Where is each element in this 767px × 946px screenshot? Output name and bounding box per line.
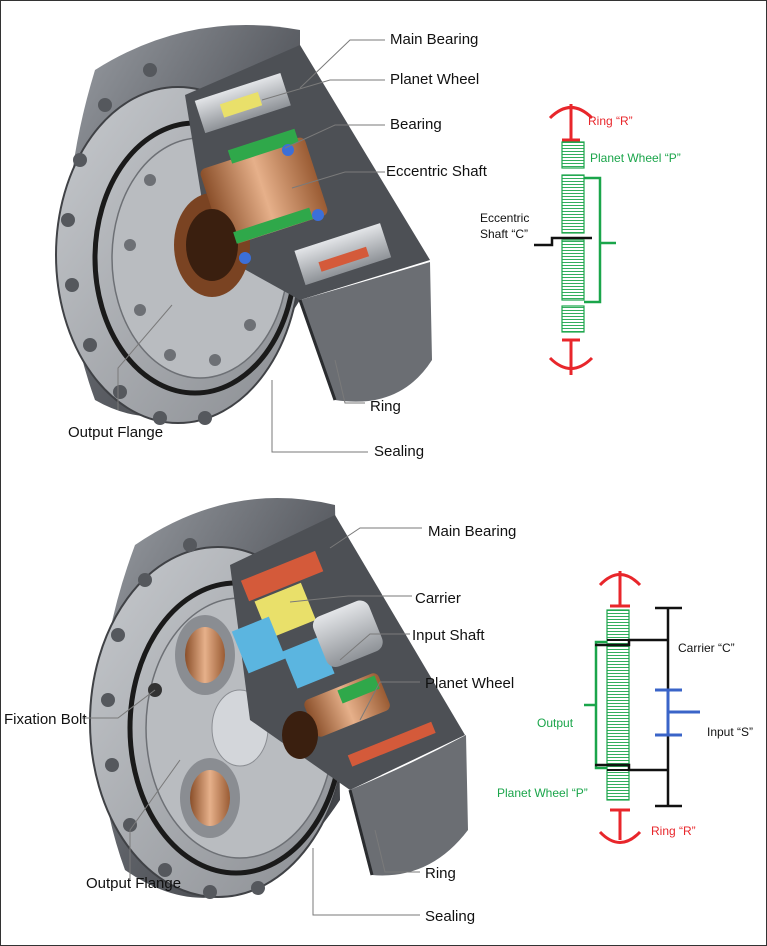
bottom-schem-input-label: Input “S” [707,725,753,739]
top-label-sealing: Sealing [374,443,424,460]
top-label-planet-wheel: Planet Wheel [390,71,479,88]
bottom-schem-input [655,688,700,737]
bottom-ring-edge [348,789,374,876]
bottom-leader-lines [82,527,422,916]
top-schem-eccentric-shaft [534,236,592,247]
bottom-label-input-shaft: Input Shaft [412,627,485,644]
top-bolt-holes [61,63,212,425]
bottom-label-carrier: Carrier [415,590,461,607]
bottom-schematic: Carrier “C” Input “S” Output Planet Whee… [497,571,753,844]
top-label-eccentric-shaft: Eccentric Shaft [386,163,488,180]
top-ring-shell [300,262,432,402]
top-schem-ring-teeth-upper [561,141,585,169]
bottom-schem-output-label: Output [537,716,574,730]
bottom-label-main-bearing: Main Bearing [428,523,516,540]
top-label-bearing: Bearing [390,116,442,133]
top-label-main-bearing: Main Bearing [390,31,478,48]
top-schem-eccentric-label-2: Shaft “C” [480,227,528,241]
bottom-copper-upper [185,627,225,683]
bottom-schem-ring-arc-lower [598,830,642,844]
top-flange-holes [124,174,256,366]
bottom-schem-carrier [595,606,682,808]
bottom-callout-labels: Main Bearing Carrier Input Shaft Planet … [4,523,516,925]
top-leader-lines [117,39,385,453]
bottom-label-ring: Ring [425,865,456,882]
bottom-label-output-flange: Output Flange [86,875,181,892]
top-schem-ring-label: Ring “R” [588,114,633,128]
top-gearbox-render [55,25,432,425]
bottom-label-planet-wheel: Planet Wheel [425,675,514,692]
top-callout-labels: Main Bearing Planet Wheel Bearing Eccent… [68,31,488,460]
top-schem-planet-lower [561,239,585,301]
top-label-ring: Ring [370,398,401,415]
top-schematic: Ring “R” Planet Wheel “P” Eccentric Shaf… [480,104,681,375]
bottom-ring-shell [350,735,468,876]
bottom-schem-output-bracket [594,640,607,770]
bottom-schem-planet-label: Planet Wheel “P” [497,786,588,800]
bottom-bolt-holes [101,538,265,899]
top-schem-eccentric-label-1: Eccentric [480,211,529,225]
top-schem-ring-teeth-lower [561,305,585,333]
bottom-schem-planet-column [606,609,630,801]
top-copper-bore [186,209,238,281]
bottom-schem-carrier-label: Carrier “C” [678,641,735,655]
top-label-output-flange: Output Flange [68,424,163,441]
top-planet-parts [194,73,392,286]
top-schem-planet-upper [561,174,585,234]
top-schem-planet-label: Planet Wheel “P” [590,151,681,165]
bottom-gearbox-render [89,498,468,899]
bottom-schem-ring-label: Ring “R” [651,824,696,838]
bottom-copper-lower [190,770,230,826]
bottom-label-sealing: Sealing [425,908,475,925]
bottom-internal-parts [231,550,436,767]
top-ring-edge [298,299,337,401]
bottom-label-fixation-bolt: Fixation Bolt [4,711,87,728]
top-schem-planet-bracket [584,176,602,304]
